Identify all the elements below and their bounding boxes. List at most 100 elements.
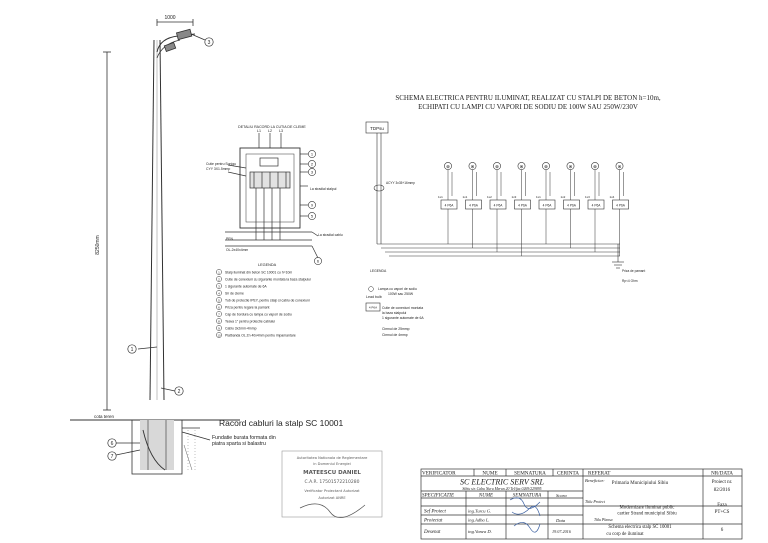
tb-faza: PT+CS xyxy=(715,510,730,515)
svg-text:Sir de cleme: Sir de cleme xyxy=(225,292,244,296)
svg-text:6: 6 xyxy=(317,259,320,264)
svg-text:1: 1 xyxy=(311,152,314,157)
pole-callout-3: 3 xyxy=(204,37,214,47)
fuse-tag: 1x2 xyxy=(487,195,492,199)
svg-text:Cutie de conexiuni cu sigurant: Cutie de conexiuni cu sigurante montata … xyxy=(225,278,311,282)
svg-text:1: 1 xyxy=(131,347,134,353)
lamp-symbol xyxy=(591,162,599,170)
lamp-glyph: ⊗ xyxy=(593,164,597,169)
breaker-label: 4 P6A xyxy=(592,204,602,208)
schematic-title-2: ECHIPATI CU LAMPI CU VAPORI DE SODIU DE … xyxy=(418,103,638,111)
svg-text:Cablu 3x2mm-4mmp: Cablu 3x2mm-4mmp xyxy=(225,327,257,331)
svg-text:5: 5 xyxy=(218,298,220,302)
tb-data-value: 19.07.2016 xyxy=(552,529,572,534)
legend-item: 8 Teava 1" pentru protectie cablului xyxy=(216,318,275,324)
svg-text:2: 2 xyxy=(218,277,220,281)
pole-callout-6: 6 xyxy=(107,438,117,448)
svg-text:3: 3 xyxy=(208,40,211,46)
phase-l1: L1 xyxy=(257,129,261,133)
svg-text:Autoritatea Nationala de Regle: Autoritatea Nationala de Reglementare xyxy=(297,456,368,460)
lead-box-label: 4 P6A xyxy=(369,306,377,310)
tb-role-desenat: Desenat xyxy=(423,530,441,535)
svg-text:1 sigurante automate de 6A: 1 sigurante automate de 6A xyxy=(225,285,267,289)
tb-semnatura: SEMNATURA xyxy=(514,471,546,477)
tb-titlu-proiect-2: cartier Strand municipiul Sibiu xyxy=(617,512,677,517)
tb-titlu-plansa-label: Titlu Plansa xyxy=(594,518,613,522)
breaker-box xyxy=(489,199,507,210)
box-legend-title: LEGENDA xyxy=(258,263,277,267)
dim-height-value: 8250mm xyxy=(95,235,101,254)
authorization-stamp: Autoritatea Nationala de Reglementare in… xyxy=(281,450,383,518)
breaker-box xyxy=(440,199,458,210)
schematic-drawing xyxy=(365,121,624,269)
schematic-legend-label: LEGENDA xyxy=(370,269,387,273)
tb-cerinta: CERINTA xyxy=(557,471,579,477)
legend-item: 9 Cablu 3x2mm-4mmp xyxy=(216,325,257,331)
tb-name-desenat: ing.Vanea D. xyxy=(468,529,492,534)
lamp-symbol xyxy=(493,162,501,170)
note-2: 100W sau 250W xyxy=(388,292,414,296)
fuse-tag: 1x1 xyxy=(536,195,541,199)
svg-text:2: 2 xyxy=(311,162,314,167)
legend-item: 4 Sir de cleme xyxy=(216,290,244,296)
legend-item: 1 Stalp iluminat din beton SC 10001 cu h… xyxy=(216,269,292,275)
svg-text:7: 7 xyxy=(218,312,220,316)
svg-text:in Domeniul Energiei: in Domeniul Energiei xyxy=(313,462,350,466)
tb-role-sef: Sef Proiect xyxy=(424,510,447,515)
dim-bottom-label: cota teren xyxy=(94,414,115,419)
svg-text:Cap de bordura cu lampa cu vap: Cap de bordura cu lampa cu vapori de sod… xyxy=(225,313,292,317)
lamp-symbol xyxy=(542,162,550,170)
pe-label: Priza de pamant xyxy=(622,269,645,273)
signature-scribble xyxy=(509,497,541,533)
tb-titlu-plansa-1: Schema electrica stalp SC 10001 xyxy=(608,525,672,530)
breaker-box xyxy=(587,199,605,210)
box-detail-drawing xyxy=(225,133,319,259)
lamp-symbol xyxy=(566,162,575,170)
lamp-glyph: ⊗ xyxy=(446,164,450,169)
breaker-label: 4 P6A xyxy=(518,204,528,208)
svg-text:10: 10 xyxy=(218,333,221,337)
tb-titlu-proiect-1: Modernizare iluminat public xyxy=(620,506,675,511)
tb-role-proiectat: Proiectat xyxy=(423,519,443,524)
fuse-tag: 1x3 xyxy=(512,195,517,199)
fuse-tag: 1x3 xyxy=(585,195,590,199)
svg-text:Platbanda OL Zn 40x4mm pentru: Platbanda OL Zn 40x4mm pentru impamantar… xyxy=(225,334,296,338)
tb-scara: Scara xyxy=(556,493,567,498)
svg-text:Priza pentru legare la pamant: Priza pentru legare la pamant xyxy=(225,306,270,310)
box-pen-label: PEN xyxy=(226,237,234,241)
tb-nume: NUME xyxy=(482,471,497,477)
tb-address: Sibiu str. Cabu Nuru Merun 20 Tel/fax 02… xyxy=(462,487,541,491)
svg-text:2: 2 xyxy=(178,389,181,395)
svg-text:4: 4 xyxy=(218,291,220,295)
tb-plansa-nr: 6 xyxy=(721,528,724,533)
tb-referat: REFERAT xyxy=(588,471,611,477)
breaker-label: 4 P6A xyxy=(469,204,479,208)
lead-box xyxy=(365,302,381,312)
title-block xyxy=(420,468,743,540)
svg-text:Autorizat ANRE: Autorizat ANRE xyxy=(318,496,346,500)
svg-text:5: 5 xyxy=(311,214,314,219)
pole-callout-1: 1 xyxy=(127,344,137,354)
panel-label: TDPsu xyxy=(370,126,384,131)
box-cable-label: OL-2x40x4mm xyxy=(226,248,248,252)
lamp-glyph: ⊗ xyxy=(618,164,622,169)
tb-titlu-proiect-label: Titlu Proiect xyxy=(585,499,606,504)
legend-item: 2 Cutie de conexiuni cu sigurante montat… xyxy=(216,276,311,282)
tb-verificator: VERIFICATOR xyxy=(422,471,456,477)
tb-name-sef: ing.Turcu G. xyxy=(468,509,491,514)
lamp-glyph: ⊗ xyxy=(520,164,524,169)
legend-item: 10 Platbanda OL Zn 40x4mm pentru impaman… xyxy=(216,332,296,338)
breaker-box xyxy=(538,199,556,210)
tb-faza-label: Faza xyxy=(717,503,727,508)
box-right-label-2: La stradial cablu xyxy=(318,233,343,237)
breaker-box xyxy=(612,199,629,210)
breaker-label: 4 P6A xyxy=(567,204,577,208)
fuse-tag: 1x4 xyxy=(610,195,615,199)
svg-text:9: 9 xyxy=(218,326,220,330)
foundation-label-1: Fundatie burata formata din xyxy=(212,435,276,441)
note-4: la baza stalpului xyxy=(382,311,407,315)
lamp-glyph: ⊗ xyxy=(544,164,548,169)
fuse-tag: 1x1 xyxy=(463,195,468,199)
note-lamp-symbol xyxy=(368,286,374,292)
